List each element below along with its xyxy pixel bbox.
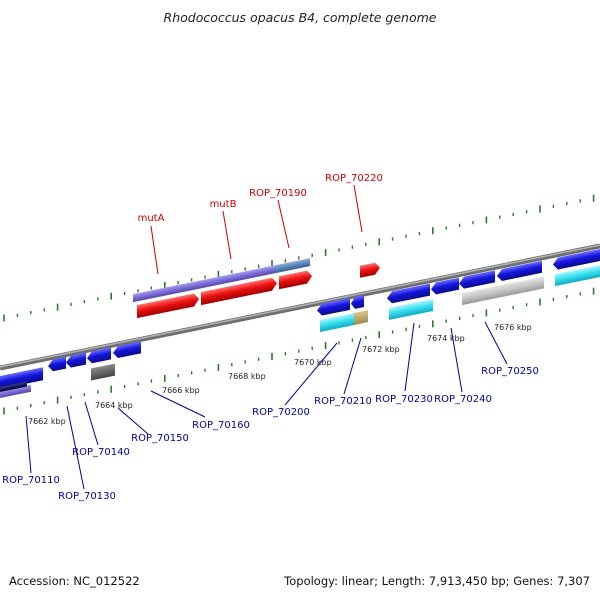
genome-backbone <box>0 243 600 371</box>
gene-forward-red-3[interactable] <box>279 270 312 290</box>
gene-reverse-blue-d[interactable] <box>553 249 600 271</box>
gene-rop-70250[interactable] <box>497 260 542 282</box>
reverse-gene-label[interactable]: ROP_70160 <box>192 420 250 431</box>
leader-line <box>66 405 85 490</box>
kbp-label: 7668 kbp <box>228 372 266 381</box>
kbp-label: 7670 kbp <box>294 358 332 367</box>
gene-reverse-blue-b[interactable] <box>431 277 459 296</box>
map-title: Rhodococcus opacus B4, complete genome <box>163 10 437 25</box>
forward-strand-genes <box>133 258 380 319</box>
reverse-strand-genes <box>0 249 600 398</box>
kbp-label: 7674 kbp <box>427 334 465 343</box>
reverse-tick-ruler <box>3 287 595 415</box>
gene-mutA[interactable] <box>133 280 199 303</box>
gene-reverse-tan[interactable] <box>354 310 368 326</box>
gene-rop-70210[interactable] <box>351 294 364 310</box>
forward-gene-labels: mutA mutB ROP_70190 ROP_70220 <box>138 173 383 275</box>
forward-gene-label[interactable]: ROP_70190 <box>249 188 307 199</box>
kbp-label: 7666 kbp <box>162 386 200 395</box>
gene-rop-70190[interactable] <box>275 258 310 274</box>
leader-line <box>484 321 508 365</box>
leader-line <box>222 210 232 260</box>
leader-line <box>353 184 363 233</box>
gene-reverse-blue-a[interactable] <box>0 367 43 389</box>
reverse-gene-label[interactable]: ROP_70210 <box>314 396 372 407</box>
leader-line <box>404 322 415 392</box>
gene-mutB[interactable] <box>199 265 275 289</box>
leader-line <box>84 401 99 446</box>
gene-reverse-navy[interactable] <box>0 381 27 392</box>
leader-line <box>343 337 362 395</box>
gene-rop-70230[interactable] <box>387 283 430 305</box>
reverse-gene-label[interactable]: ROP_70230 <box>375 394 433 405</box>
kbp-label: 7676 kbp <box>494 323 532 332</box>
leader-line <box>117 407 149 435</box>
gene-rop-70200[interactable] <box>317 297 350 317</box>
leader-line <box>277 199 290 249</box>
gene-reverse-grey[interactable] <box>462 276 544 306</box>
leader-line <box>284 342 338 406</box>
leader-line <box>25 415 32 474</box>
forward-gene-label[interactable]: mutA <box>138 213 165 224</box>
gene-reverse-dark[interactable] <box>91 363 115 381</box>
kbp-scale-labels: 7662 kbp 7664 kbp 7666 kbp 7668 kbp 7670 kbp… <box>28 323 532 426</box>
reverse-gene-label[interactable]: ROP_70240 <box>434 394 492 405</box>
gene-rop-70160[interactable] <box>113 341 141 359</box>
gene-rop-70110[interactable] <box>0 384 31 398</box>
gene-forward-red-2[interactable] <box>201 277 277 306</box>
gene-rop-70240[interactable] <box>389 298 433 320</box>
reverse-gene-label[interactable]: ROP_70200 <box>252 407 310 418</box>
reverse-gene-label[interactable]: ROP_70110 <box>2 475 60 486</box>
gene-reverse-blue-c[interactable] <box>459 270 495 289</box>
forward-tick-ruler <box>3 194 595 322</box>
reverse-gene-label[interactable]: ROP_70130 <box>58 491 116 502</box>
reverse-gene-label[interactable]: ROP_70250 <box>481 366 539 377</box>
kbp-label: 7672 kbp <box>362 345 400 354</box>
leader-line <box>450 327 463 393</box>
kbp-label: 7664 kbp <box>95 401 133 410</box>
gene-rop-70130[interactable] <box>48 356 66 373</box>
reverse-gene-labels: ROP_70110ROP_70130ROP_70140ROP_70150ROP_… <box>2 321 539 502</box>
reverse-gene-label[interactable]: ROP_70140 <box>72 447 130 458</box>
gene-reverse-cyan-1[interactable] <box>320 312 356 332</box>
leader-line <box>150 390 206 418</box>
gene-rop-70150[interactable] <box>87 347 111 364</box>
reverse-gene-label[interactable]: ROP_70150 <box>131 433 189 444</box>
forward-gene-label[interactable]: ROP_70220 <box>325 173 383 184</box>
gene-rop-70220[interactable] <box>360 262 380 278</box>
gene-reverse-cyan-2[interactable] <box>555 265 600 287</box>
gene-rop-70140[interactable] <box>66 352 86 369</box>
leader-line <box>150 225 159 275</box>
gene-forward-red-1[interactable] <box>137 293 199 319</box>
forward-gene-label[interactable]: mutB <box>210 199 237 210</box>
accession-text: Accession: NC_012522 <box>9 574 140 588</box>
kbp-label: 7662 kbp <box>28 417 66 426</box>
topology-text: Topology: linear; Length: 7,913,450 bp; … <box>284 574 590 588</box>
